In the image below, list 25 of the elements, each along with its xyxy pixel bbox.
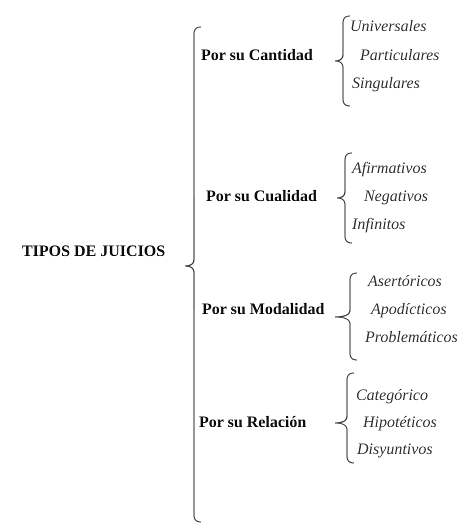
type-label: Hipotéticos <box>363 414 437 432</box>
type-label: Asertóricos <box>368 273 442 291</box>
brace-connector <box>334 422 354 464</box>
type-label: Negativos <box>364 188 428 206</box>
type-label: Apodícticos <box>371 301 447 319</box>
type-label: Disyuntivos <box>357 441 433 459</box>
type-label: Infinitos <box>352 216 406 234</box>
category-label: Por su Cualidad <box>206 188 317 206</box>
type-label: Categórico <box>356 387 428 405</box>
type-label: Afirmativos <box>352 160 427 178</box>
type-label: Problemáticos <box>365 329 458 347</box>
brace-connector <box>334 316 358 361</box>
brace-connector <box>336 197 352 244</box>
type-label: Particulares <box>360 47 440 65</box>
type-label: Singulares <box>352 75 420 93</box>
root-label: TIPOS DE JUICIOS <box>22 243 166 261</box>
brace-connector <box>336 190 346 199</box>
type-label: Universales <box>350 18 426 36</box>
category-label: Por su Relación <box>199 414 306 432</box>
brace-connector <box>334 60 350 107</box>
brace-connector <box>334 54 344 62</box>
brace-connector <box>184 197 195 267</box>
category-label: Por su Cantidad <box>201 47 313 65</box>
brace-connector <box>184 265 195 423</box>
category-label: Por su Modalidad <box>202 301 324 319</box>
